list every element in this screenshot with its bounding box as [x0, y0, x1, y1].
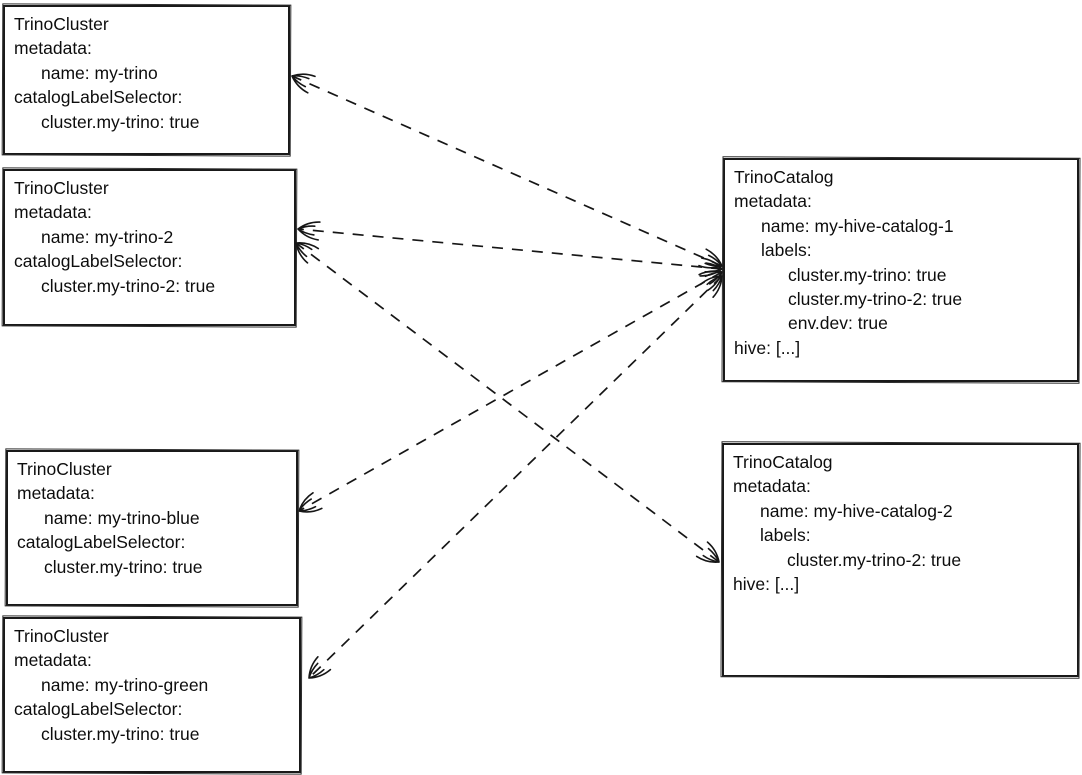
dashed-connector-line	[297, 228, 723, 270]
node-trinocluster-my-trino: TrinoCluster metadata: name: my-trino catal…	[3, 5, 290, 155]
yaml-line: labels:	[760, 525, 811, 546]
connection-arrow-my-hive-catalog-1--my-trino	[291, 73, 723, 269]
yaml-line: hive: [...]	[733, 574, 800, 595]
arrowhead	[298, 270, 723, 513]
arrowhead	[308, 275, 723, 679]
arrowhead	[291, 73, 723, 269]
yaml-line: env.dev: true	[788, 313, 888, 334]
node-trinocatalog-my-hive-catalog-1: TrinoCatalog metadata: name: my-hive-catal…	[723, 158, 1079, 382]
yaml-line: name: my-trino-green	[41, 674, 209, 695]
dashed-connector-line	[295, 242, 720, 563]
yaml-line: cluster.my-trino: true	[788, 264, 947, 285]
yaml-line: name: my-hive-catalog-1	[761, 215, 954, 236]
yaml-line: TrinoCluster	[14, 626, 109, 646]
yaml-line: cluster.my-trino-2: true	[788, 289, 963, 310]
node-trinocluster-my-trino-green: TrinoCluster metadata: name: my-trino-gree…	[3, 617, 301, 773]
connection-arrow-my-hive-catalog-2--my-trino-2	[295, 242, 720, 563]
yaml-line: cluster.my-trino-2: true	[787, 549, 962, 570]
dashed-connector-line	[308, 275, 723, 679]
yaml-line: metadata:	[17, 483, 95, 504]
node-trinocluster-my-trino-2: TrinoCluster metadata: name: my-trino-2 cat…	[3, 169, 296, 326]
yaml-line: TrinoCatalog	[734, 167, 834, 187]
yaml-line: hive: [...]	[734, 337, 801, 358]
yaml-line: cluster.my-trino-2: true	[41, 275, 216, 296]
yaml-line: metadata:	[734, 191, 812, 212]
yaml-line: catalogLabelSelector:	[14, 251, 183, 272]
arrowhead	[295, 242, 720, 563]
connection-arrow-my-hive-catalog-1--my-trino-green	[308, 275, 723, 679]
connection-arrow-my-hive-catalog-1--my-trino-2	[297, 221, 723, 277]
arrowhead	[297, 221, 723, 277]
yaml-line: catalogLabelSelector:	[14, 699, 183, 720]
yaml-line: name: my-trino-2	[41, 226, 174, 247]
yaml-line: TrinoCluster	[17, 459, 112, 479]
yaml-line: cluster.my-trino: true	[41, 111, 200, 132]
yaml-line: cluster.my-trino: true	[44, 556, 203, 577]
node-trinocluster-my-trino-blue: TrinoCluster metadata: name: my-trino-blue…	[6, 450, 298, 606]
node-trinocatalog-my-hive-catalog-2: TrinoCatalog metadata: name: my-hive-catal…	[722, 443, 1079, 677]
yaml-line: metadata:	[14, 202, 92, 223]
connection-arrow-my-hive-catalog-1--my-trino-blue	[298, 270, 723, 513]
yaml-line: TrinoCluster	[14, 14, 109, 34]
yaml-line: name: my-hive-catalog-2	[760, 500, 953, 521]
yaml-line: TrinoCluster	[14, 178, 109, 198]
yaml-line: catalogLabelSelector:	[17, 532, 186, 553]
yaml-line: cluster.my-trino: true	[41, 723, 200, 744]
yaml-line: metadata:	[733, 476, 811, 497]
dashed-connector-line	[298, 271, 723, 512]
yaml-line: name: my-trino	[41, 62, 158, 83]
yaml-line: metadata:	[14, 650, 92, 671]
yaml-line: catalogLabelSelector:	[14, 87, 183, 108]
yaml-line: name: my-trino-blue	[44, 507, 200, 528]
yaml-line: TrinoCatalog	[733, 452, 833, 472]
yaml-line: metadata:	[14, 38, 92, 59]
dashed-connector-line	[291, 75, 723, 267]
yaml-line: labels:	[761, 240, 812, 261]
